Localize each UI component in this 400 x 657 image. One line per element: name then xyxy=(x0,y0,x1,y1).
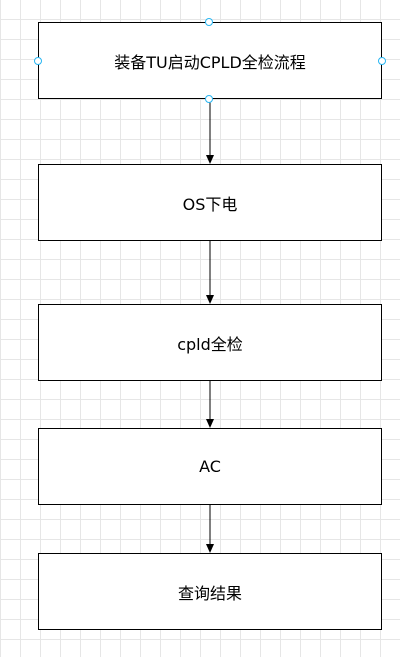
flow-node-label: OS下电 xyxy=(182,194,238,214)
flow-node-label: AC xyxy=(199,457,221,476)
arrowhead-icon xyxy=(206,155,214,164)
flow-node-label: 查询结果 xyxy=(177,583,242,603)
arrowhead-icon xyxy=(206,419,214,428)
arrowhead-icon xyxy=(206,295,214,304)
flow-node-label: cpld全检 xyxy=(177,334,243,354)
selection-handle-top[interactable] xyxy=(205,18,213,26)
flow-node-os-power-off[interactable]: OS下电 xyxy=(38,164,382,241)
flow-node-ac[interactable]: AC xyxy=(38,428,382,505)
selection-handle-left[interactable] xyxy=(34,57,42,65)
flow-node-query-result[interactable]: 查询结果 xyxy=(38,553,382,630)
selection-handle-bottom[interactable] xyxy=(205,95,213,103)
arrowhead-icon xyxy=(206,544,214,553)
flow-node-start[interactable]: 装备TU启动CPLD全检流程 xyxy=(38,22,382,99)
flow-node-label: 装备TU启动CPLD全检流程 xyxy=(114,52,306,72)
flow-node-cpld-check[interactable]: cpld全检 xyxy=(38,304,382,381)
selection-handle-right[interactable] xyxy=(378,57,386,65)
